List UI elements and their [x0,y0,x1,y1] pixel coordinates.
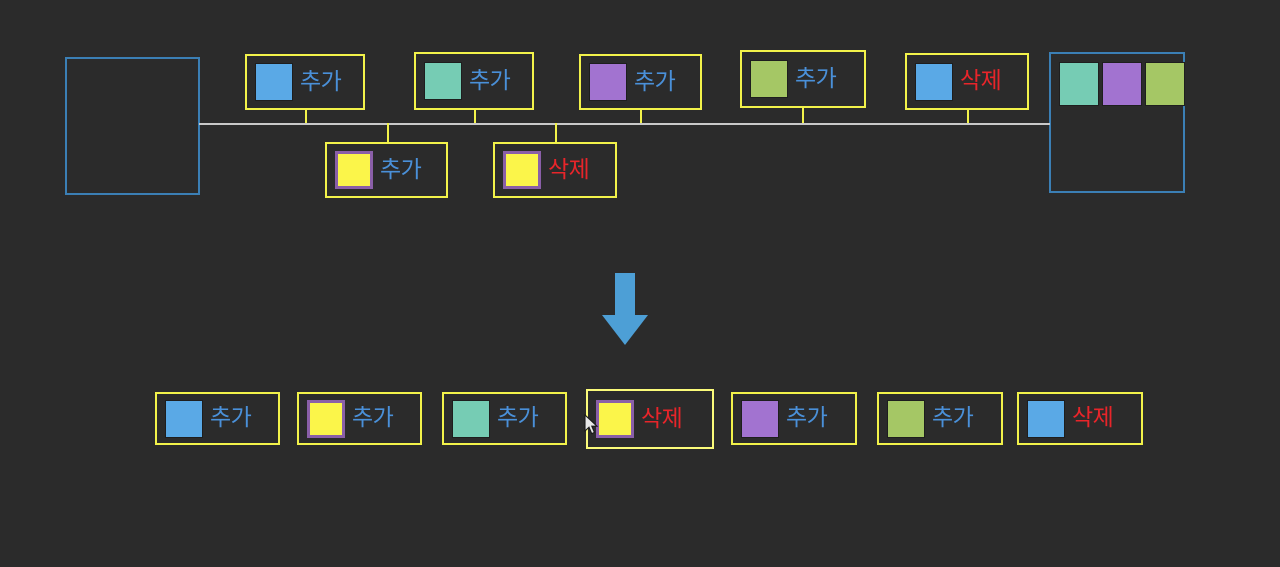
node-label-delete: 삭제 [960,68,1002,94]
node-label-add: 추가 [210,405,252,431]
tree-node-n3[interactable]: 추가 [579,54,702,110]
sequence-item-b6[interactable]: 추가 [877,392,1003,445]
node-label-add: 추가 [497,405,539,431]
color-swatch-blue [165,399,203,438]
empty-container-frame[interactable] [65,57,200,195]
timeline-trunk-line [199,123,1050,125]
chip-green[interactable] [1145,62,1185,106]
color-swatch-blue [255,63,293,101]
tree-node-n4[interactable]: 추가 [740,50,866,108]
color-swatch-green [750,60,788,98]
color-swatch-blue [1027,399,1065,438]
node-label-add: 추가 [795,65,837,92]
tree-node-n7[interactable]: 삭제 [493,142,617,198]
color-swatch-yellow [503,151,541,189]
result-chip-row [1059,62,1185,106]
node-label-add: 추가 [469,67,511,94]
tree-node-n6[interactable]: 추가 [325,142,448,198]
color-swatch-teal [452,399,490,438]
connector-stem-n7 [555,123,557,142]
sequence-item-b5[interactable]: 추가 [731,392,857,445]
tree-node-n5[interactable]: 삭제 [905,53,1029,110]
node-label-add: 추가 [786,405,828,431]
node-label-add: 추가 [380,156,422,183]
connector-stem-n5 [967,110,969,123]
color-swatch-purple [741,399,779,438]
connector-stem-n4 [802,108,804,123]
node-label-delete: 삭제 [548,156,590,183]
color-swatch-blue [915,62,953,101]
connector-stem-n1 [305,110,307,123]
chip-purple[interactable] [1102,62,1142,106]
chip-teal[interactable] [1059,62,1099,106]
node-label-add: 추가 [300,68,342,95]
sequence-item-b3[interactable]: 추가 [442,392,567,445]
sequence-item-b1[interactable]: 추가 [155,392,280,445]
flow-down-arrow [602,273,648,345]
result-container-frame[interactable] [1049,52,1185,193]
color-swatch-purple [589,63,627,101]
tree-node-n1[interactable]: 추가 [245,54,365,110]
color-swatch-yellow [307,399,345,438]
color-swatch-teal [424,62,462,100]
color-swatch-yellow [596,400,634,438]
connector-stem-n3 [640,110,642,123]
node-label-add: 추가 [634,68,676,95]
connector-stem-n6 [387,123,389,142]
arrow-shaft [615,273,635,317]
arrow-head [602,315,648,345]
node-label-delete: 삭제 [1072,405,1114,431]
connector-stem-n2 [474,110,476,123]
sequence-item-b7[interactable]: 삭제 [1017,392,1143,445]
color-swatch-yellow [335,151,373,189]
sequence-item-b2[interactable]: 추가 [297,392,422,445]
sequence-item-b4[interactable]: 삭제 [586,389,714,449]
node-label-add: 추가 [932,405,974,431]
node-label-delete: 삭제 [641,405,683,432]
node-label-add: 추가 [352,405,394,431]
color-swatch-green [887,399,925,438]
tree-node-n2[interactable]: 추가 [414,52,534,110]
